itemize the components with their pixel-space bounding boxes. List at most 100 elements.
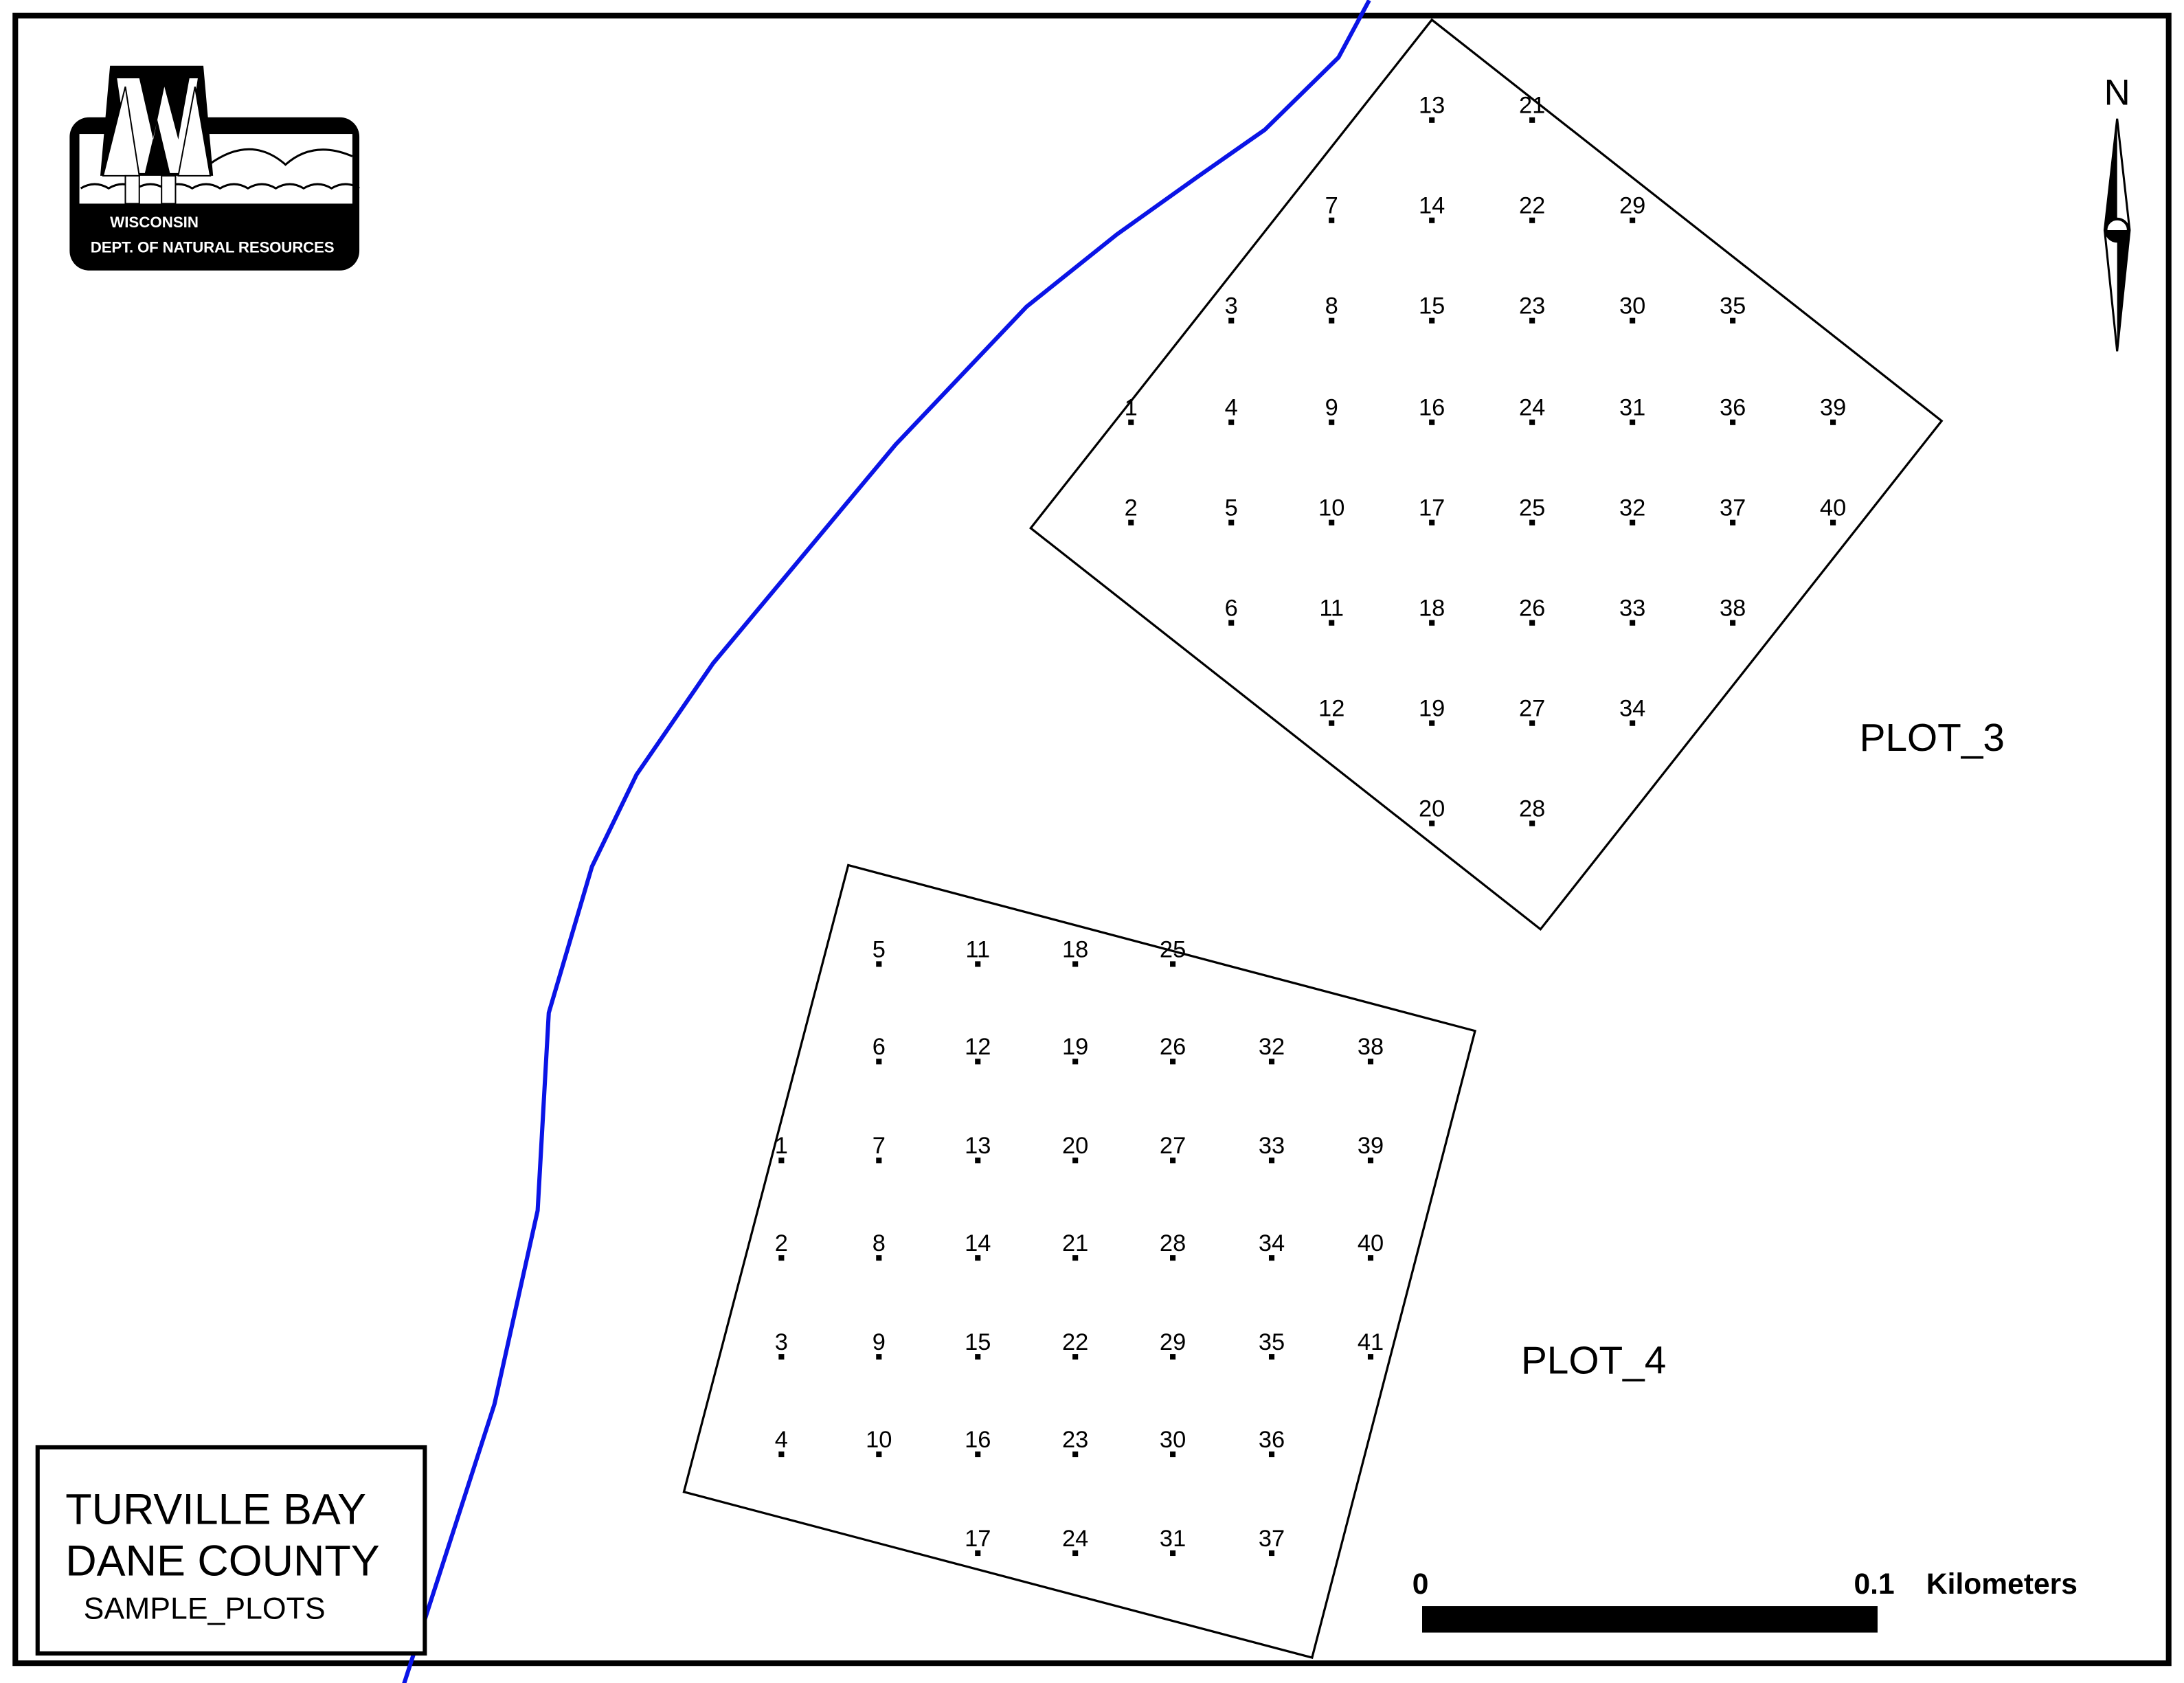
sample-point-marker[interactable] (1329, 217, 1335, 223)
sample-point-label: 18 (1419, 596, 1445, 622)
sample-point-marker[interactable] (1429, 820, 1435, 826)
sample-point-label: 30 (1619, 293, 1645, 319)
sample-point-marker[interactable] (1228, 620, 1235, 626)
sample-point-marker[interactable] (876, 1354, 882, 1360)
sample-point-marker[interactable] (1072, 961, 1079, 967)
sample-point-marker[interactable] (778, 1255, 785, 1261)
plot-4-sample-points: 1234567891011121314151617181920212223242… (775, 936, 1384, 1557)
sample-point-marker[interactable] (1529, 217, 1535, 223)
sample-point-marker[interactable] (1730, 317, 1736, 324)
sample-point-marker[interactable] (1329, 317, 1335, 324)
sample-point-marker[interactable] (1268, 1452, 1275, 1458)
plot-4-boundary[interactable] (682, 863, 1477, 1660)
sample-point-marker[interactable] (975, 1059, 981, 1065)
logo-line-2: DEPT. OF NATURAL RESOURCES (91, 238, 335, 256)
sample-point-marker[interactable] (1072, 1354, 1079, 1360)
sample-point-marker[interactable] (778, 1354, 785, 1360)
sample-point-marker[interactable] (1329, 519, 1335, 526)
sample-point-marker[interactable] (1630, 419, 1636, 425)
sample-point-marker[interactable] (1830, 519, 1836, 526)
sample-point-label: 24 (1062, 1526, 1088, 1552)
sample-point-marker[interactable] (1072, 1255, 1079, 1261)
sample-point-marker[interactable] (1072, 1550, 1079, 1557)
sample-point-marker[interactable] (975, 1452, 981, 1458)
sample-point-marker[interactable] (1529, 117, 1535, 123)
sample-point-marker[interactable] (1170, 961, 1176, 967)
sample-point-marker[interactable] (1730, 419, 1736, 425)
sample-point-marker[interactable] (1170, 1452, 1176, 1458)
sample-point-marker[interactable] (1630, 519, 1636, 526)
sample-point-marker[interactable] (1429, 117, 1435, 123)
sample-point-marker[interactable] (1730, 620, 1736, 626)
sample-point-label: 13 (1419, 93, 1445, 119)
sample-point-marker[interactable] (975, 1157, 981, 1164)
sample-point-marker[interactable] (1228, 519, 1235, 526)
sample-point-marker[interactable] (1072, 1452, 1079, 1458)
sample-point-label: 39 (1358, 1133, 1384, 1159)
sample-point-marker[interactable] (1429, 519, 1435, 526)
sample-point-marker[interactable] (1529, 820, 1535, 826)
sample-point-marker[interactable] (1429, 217, 1435, 223)
sample-point-marker[interactable] (876, 1059, 882, 1065)
sample-point-marker[interactable] (1228, 317, 1235, 324)
sample-point-marker[interactable] (1228, 419, 1235, 425)
sample-point-label: 1 (1125, 395, 1138, 421)
sample-point-marker[interactable] (1268, 1550, 1275, 1557)
sample-point-label: 8 (873, 1230, 886, 1256)
sample-point-marker[interactable] (1329, 620, 1335, 626)
sample-point-marker[interactable] (1170, 1255, 1176, 1261)
sample-point-label: 17 (965, 1526, 991, 1552)
sample-point-marker[interactable] (876, 1157, 882, 1164)
sample-point-marker[interactable] (1072, 1059, 1079, 1065)
sample-point-marker[interactable] (1529, 419, 1535, 425)
sample-point-marker[interactable] (1367, 1059, 1374, 1065)
sample-point-marker[interactable] (1329, 419, 1335, 425)
sample-point-marker[interactable] (975, 1550, 981, 1557)
sample-point-marker[interactable] (1429, 419, 1435, 425)
sample-point-marker[interactable] (1268, 1255, 1275, 1261)
sample-point-marker[interactable] (1367, 1157, 1374, 1164)
sample-point-marker[interactable] (1170, 1157, 1176, 1164)
sample-point-marker[interactable] (975, 1255, 981, 1261)
sample-point-marker[interactable] (1630, 620, 1636, 626)
sample-point-marker[interactable] (1367, 1354, 1374, 1360)
sample-point-label: 40 (1358, 1230, 1384, 1256)
sample-point-label: 32 (1259, 1034, 1285, 1060)
sample-point-marker[interactable] (876, 1255, 882, 1261)
sample-point-marker[interactable] (975, 961, 981, 967)
sample-point-marker[interactable] (1170, 1550, 1176, 1557)
scale-end-label: 0.1 (1854, 1568, 1895, 1601)
sample-point-marker[interactable] (1268, 1157, 1275, 1164)
sample-point-marker[interactable] (1128, 519, 1134, 526)
sample-point-marker[interactable] (1429, 720, 1435, 726)
sample-point-marker[interactable] (1367, 1255, 1374, 1261)
sample-point-marker[interactable] (1072, 1157, 1079, 1164)
sample-point-marker[interactable] (1429, 620, 1435, 626)
sample-point-marker[interactable] (1529, 720, 1535, 726)
sample-point-label: 27 (1160, 1133, 1186, 1159)
sample-point-label: 26 (1519, 596, 1545, 622)
sample-point-marker[interactable] (876, 961, 882, 967)
sample-point-marker[interactable] (1529, 519, 1535, 526)
sample-point-marker[interactable] (1830, 419, 1836, 425)
sample-point-marker[interactable] (1630, 217, 1636, 223)
sample-point-marker[interactable] (1170, 1354, 1176, 1360)
sample-point-marker[interactable] (1730, 519, 1736, 526)
sample-point-marker[interactable] (1329, 720, 1335, 726)
sample-point-marker[interactable] (1170, 1059, 1176, 1065)
sample-point-marker[interactable] (1268, 1354, 1275, 1360)
sample-point-marker[interactable] (975, 1354, 981, 1360)
sample-point-label: 23 (1062, 1427, 1088, 1453)
sample-point-marker[interactable] (1630, 720, 1636, 726)
sample-point-marker[interactable] (1529, 620, 1535, 626)
sample-point-marker[interactable] (778, 1157, 785, 1164)
sample-point-marker[interactable] (1268, 1059, 1275, 1065)
sample-point-marker[interactable] (1630, 317, 1636, 324)
sample-point-marker[interactable] (1128, 419, 1134, 425)
sample-point-marker[interactable] (876, 1452, 882, 1458)
sample-point-marker[interactable] (778, 1452, 785, 1458)
sample-point-label: 8 (1325, 293, 1338, 319)
sample-point-marker[interactable] (1429, 317, 1435, 324)
plot-3-boundary[interactable] (1029, 18, 1944, 931)
sample-point-marker[interactable] (1529, 317, 1535, 324)
